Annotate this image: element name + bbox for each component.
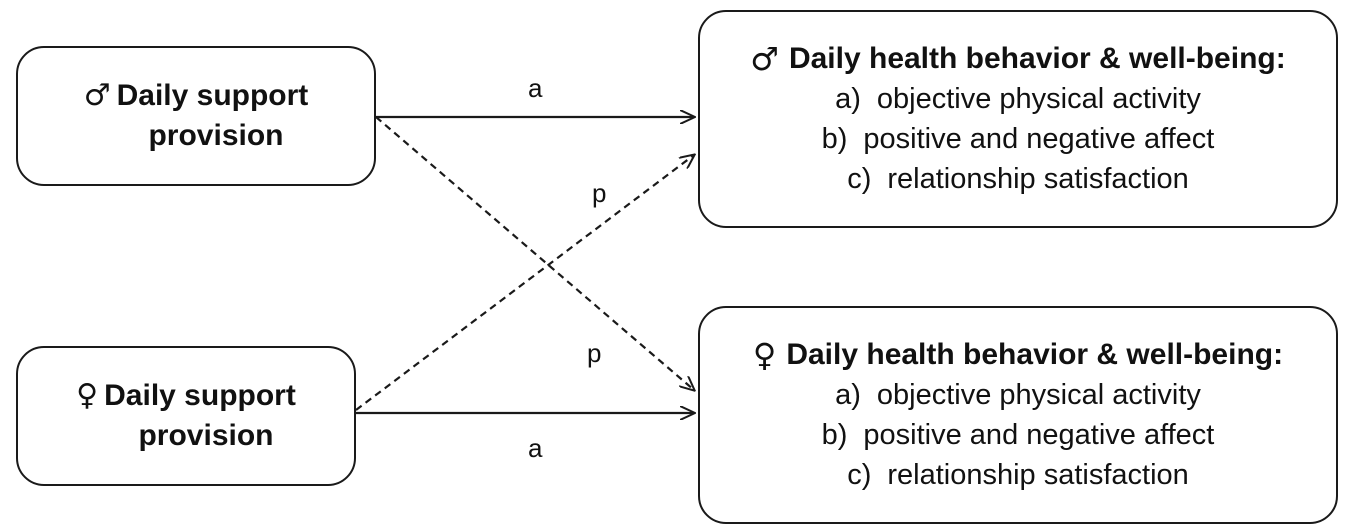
male-outcome-item: b) positive and negative affect	[822, 119, 1215, 159]
male-outcome-title: Daily health behavior & well-being:	[788, 42, 1286, 75]
label-actor-male: a	[528, 73, 543, 103]
female-outcome-item: a) objective physical activity	[835, 375, 1201, 415]
item-letter: a)	[835, 379, 861, 411]
female-predictor-line2: provision	[138, 419, 274, 452]
female-predictor-line1: Daily support	[104, 379, 296, 412]
item-text: relationship satisfaction	[887, 459, 1189, 491]
item-text: objective physical activity	[876, 379, 1201, 411]
label-actor-female: a	[528, 433, 543, 463]
male-predictor-line2: provision	[148, 119, 284, 152]
female-outcome-symbol-icon: ♀	[752, 336, 777, 374]
female-support-provision-box: ♀ Daily support provision	[16, 346, 356, 486]
male-symbol-icon: ♂	[83, 78, 111, 113]
item-letter: b)	[821, 419, 848, 451]
partner-path-male-to-female	[375, 116, 694, 390]
item-text: positive and negative affect	[863, 123, 1215, 155]
male-outcome-box: ♂ Daily health behavior & well-being: a)…	[698, 10, 1338, 228]
item-letter: c)	[847, 459, 872, 491]
female-outcome-item: b) positive and negative affect	[822, 415, 1215, 455]
item-text: positive and negative affect	[863, 419, 1215, 451]
female-symbol-icon: ♀	[76, 378, 99, 413]
item-letter: c)	[847, 163, 872, 195]
partner-path-female-to-male	[355, 155, 694, 411]
male-outcome-item: a) objective physical activity	[835, 79, 1201, 119]
male-predictor-line1: Daily support	[116, 79, 309, 112]
item-letter: a)	[835, 83, 861, 115]
male-outcome-item: c) relationship satisfaction	[847, 159, 1189, 199]
male-support-provision-box: ♂ Daily support provision	[16, 46, 376, 186]
item-text: relationship satisfaction	[887, 163, 1189, 195]
female-outcome-title: Daily health behavior & well-being:	[786, 338, 1284, 371]
female-outcome-box: ♀ Daily health behavior & well-being: a)…	[698, 306, 1338, 524]
item-text: objective physical activity	[876, 83, 1201, 115]
female-outcome-item: c) relationship satisfaction	[847, 455, 1189, 495]
label-partner-male-to-female: p	[587, 338, 601, 368]
item-letter: b)	[821, 123, 848, 155]
male-outcome-symbol-icon: ♂	[750, 40, 779, 78]
label-partner-female-to-male: p	[592, 178, 606, 208]
